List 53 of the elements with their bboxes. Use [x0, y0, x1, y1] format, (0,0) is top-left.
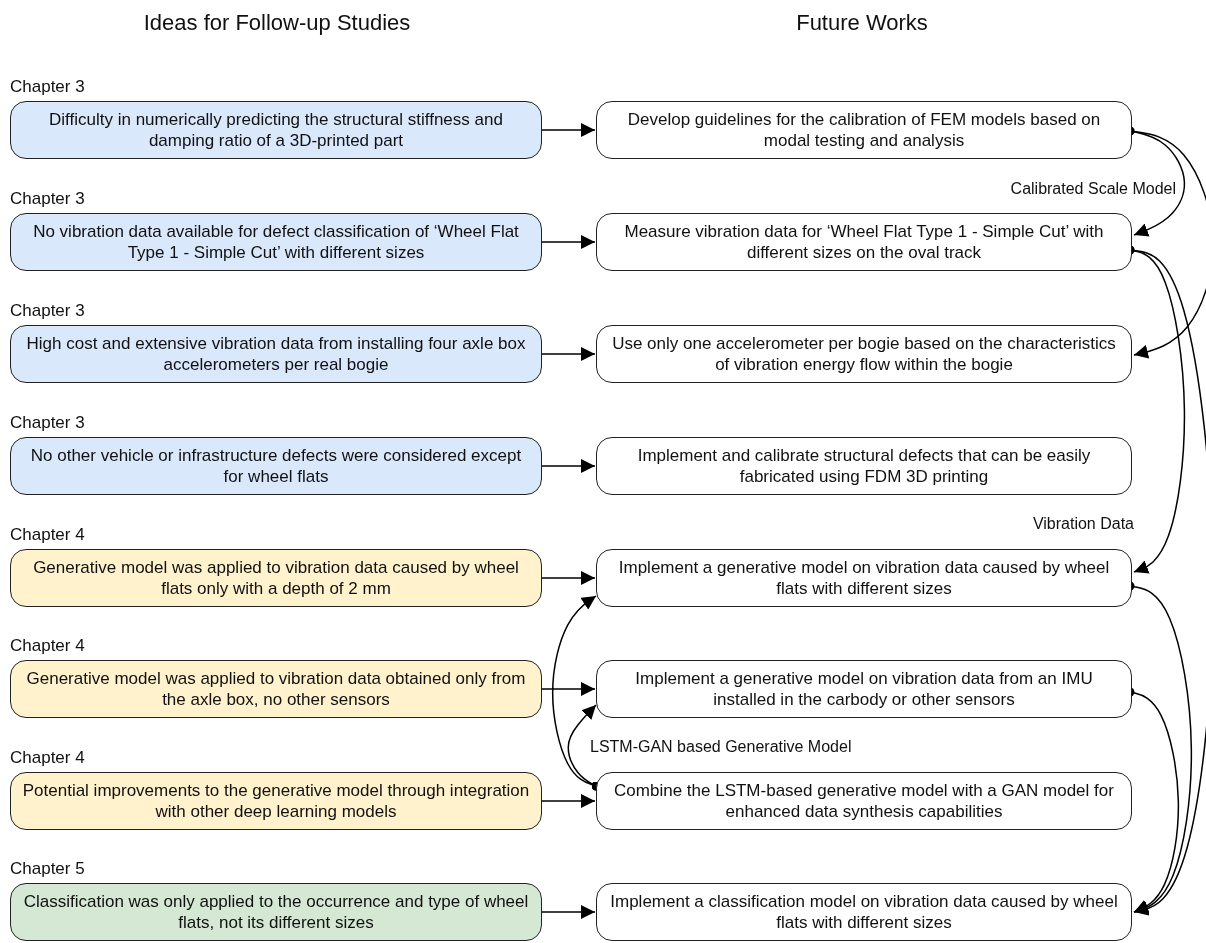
arrow — [541, 905, 596, 919]
chapter-label: Chapter 3 — [10, 77, 85, 97]
box-text: Implement a classification model on vibration data caused by wheel flats with different sizes — [609, 891, 1119, 933]
box-text: Potential improvements to the generative model through integration with other deep learning models — [21, 780, 531, 822]
chapter-label: Chapter 3 — [10, 301, 85, 321]
arrow — [541, 459, 596, 473]
chapter-label: Chapter 4 — [10, 748, 85, 768]
future-work-box — [596, 437, 1132, 495]
future-work-box — [596, 325, 1132, 383]
future-work-box — [596, 772, 1132, 830]
box-text: Develop guidelines for the calibration of FEM models based on modal testing and analysis — [626, 109, 1102, 151]
column-heading: Future Works — [796, 10, 928, 36]
idea-box — [10, 772, 542, 830]
arrow — [541, 347, 596, 361]
idea-box — [10, 101, 542, 159]
future-work-box — [596, 660, 1132, 718]
arrow — [541, 571, 596, 585]
group-label: Vibration Data — [1032, 515, 1134, 533]
box-text: Implement a generative model on vibration data caused by wheel flats with different sizes — [617, 557, 1111, 599]
future-work-box — [596, 213, 1132, 271]
chapter-label: Chapter 5 — [10, 859, 85, 879]
future-work-box — [596, 549, 1132, 607]
future-work-box — [596, 883, 1132, 941]
chapter-label: Chapter 4 — [10, 636, 85, 656]
chapter-label: Chapter 3 — [10, 413, 85, 433]
chapter-label: Chapter 4 — [10, 525, 85, 545]
idea-box — [10, 437, 542, 495]
box-text: Implement and calibrate structural defects that can be easily fabricated using FDM 3D printing — [636, 445, 1092, 487]
box-text: Combine the LSTM-based generative model with a GAN model for enhanced data synthesis capabilities — [613, 780, 1115, 822]
idea-box — [10, 549, 542, 607]
box-text: Implement a generative model on vibration data from an IMU installed in the carbody or other sensors — [634, 668, 1094, 710]
idea-box — [10, 883, 542, 941]
box-text: No vibration data available for defect classification of ‘Wheel Flat Type 1 - Simple Cut’ with different sizes — [32, 221, 520, 263]
future-work-box — [596, 101, 1132, 159]
arrow — [541, 794, 596, 808]
group-label: LSTM-GAN based Generative Model — [590, 738, 852, 756]
arrow — [541, 123, 596, 137]
column-heading: Ideas for Follow-up Studies — [143, 10, 411, 36]
arrow — [541, 235, 596, 249]
group-label: Calibrated Scale Model — [1010, 180, 1176, 198]
idea-box — [10, 213, 542, 271]
idea-box — [10, 660, 542, 718]
idea-box — [10, 325, 542, 383]
box-text: Difficulty in numerically predicting the structural stiffness and damping ratio of a 3D-printed part — [48, 109, 504, 151]
box-text: High cost and extensive vibration data from installing four axle box accelerometers per real bogie — [25, 333, 527, 375]
chapter-label: Chapter 3 — [10, 189, 85, 209]
box-text: Measure vibration data for ‘Wheel Flat Type 1 - Simple Cut’ with different sizes on the oval track — [623, 221, 1105, 263]
box-text: No other vehicle or infrastructure defects were considered except for wheel flats — [29, 445, 523, 487]
box-text: Use only one accelerometer per bogie based on the characteristics of vibration energy flow within the bogie — [611, 333, 1117, 375]
arrow — [541, 682, 596, 696]
box-text: Generative model was applied to vibration data caused by wheel flats only with a depth of 2 mm — [32, 557, 520, 599]
box-text: Classification was only applied to the occurrence and type of wheel flats, not its different sizes — [22, 891, 530, 933]
box-text: Generative model was applied to vibration data obtained only from the axle box, no other sensors — [25, 668, 527, 710]
